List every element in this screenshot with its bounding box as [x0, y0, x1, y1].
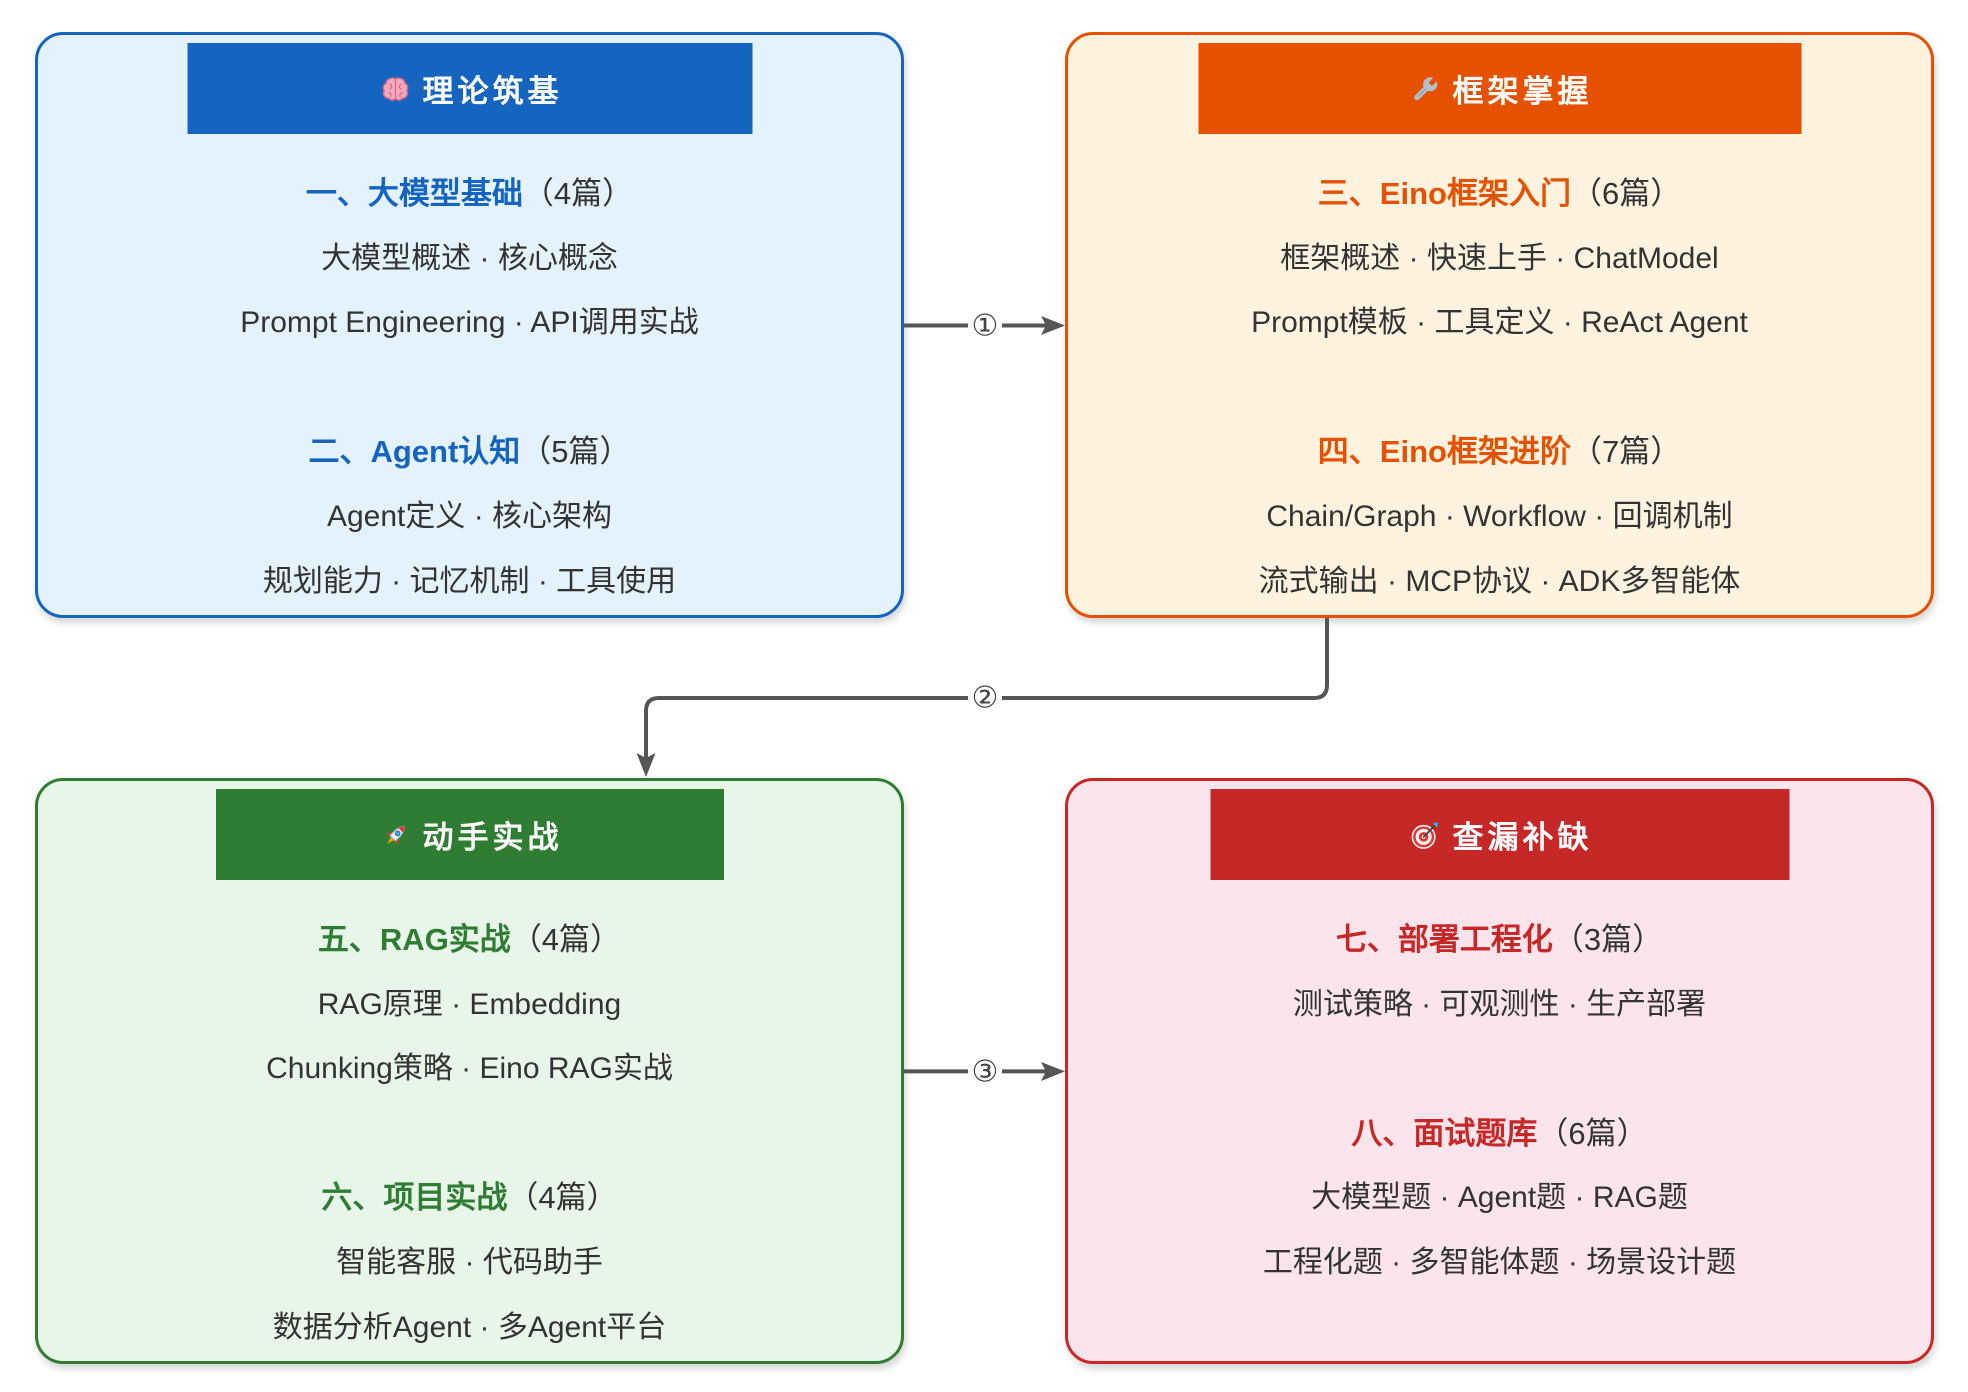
brain-icon	[381, 74, 411, 104]
section-title: 六、项目实战（4篇）	[38, 1166, 901, 1231]
section-heading: 一、大模型基础	[305, 176, 523, 211]
label-background	[968, 679, 1002, 716]
topic-line: Chunking策略 · Eino RAG实战	[266, 1052, 673, 1086]
stage-content: 七、部署工程化（3篇） 测试策略 · 可观测性 · 生产部署 八、面试题库（6篇…	[1068, 908, 1931, 1296]
arrowhead	[1041, 316, 1065, 335]
stage-title: 框架掌握	[1452, 74, 1593, 109]
topic-section: 六、项目实战（4篇） 智能客服 · 代码助手 数据分析Agent · 多Agen…	[38, 1166, 901, 1360]
topic-line: 测试策略 · 可观测性 · 生产部署	[1292, 987, 1707, 1021]
topic-line: RAG原理 · Embedding	[317, 987, 622, 1021]
arrowhead	[636, 753, 656, 777]
connector-2: ②	[636, 618, 1329, 777]
section-heading: 二、Agent认知	[308, 434, 521, 470]
connector-label: ①	[972, 309, 999, 344]
topic-line: 框架概述 · 快速上手 · ChatModel	[1280, 241, 1719, 275]
stage-title: 查漏补缺	[1452, 820, 1593, 855]
stage-content: 一、大模型基础（4篇） 大模型概述 · 核心概念 Prompt Engineer…	[38, 162, 901, 614]
topic-section: 二、Agent认知（5篇） Agent定义 · 核心架构 规划能力 · 记忆机制…	[38, 420, 901, 614]
article-count: （5篇）	[520, 434, 631, 470]
topic-line: 大模型题 · Agent题 · RAG题	[1311, 1181, 1688, 1215]
topic-section: 三、Eino框架入门（6篇） 框架概述 · 快速上手 · ChatModel P…	[1068, 162, 1931, 356]
section-title: 三、Eino框架入门（6篇）	[1068, 162, 1931, 227]
article-count: （4篇）	[507, 1180, 618, 1216]
arrowhead	[1041, 1062, 1065, 1081]
connector-label: ③	[972, 1055, 999, 1090]
connector-label: ②	[972, 681, 999, 716]
topic-line: Prompt模板 · 工具定义 · ReAct Agent	[1251, 306, 1748, 340]
topic-line: Prompt Engineering · API调用实战	[240, 306, 699, 340]
topic-line: Chain/Graph · Workflow · 回调机制	[1266, 499, 1733, 533]
section-heading: 五、RAG实战	[317, 922, 511, 957]
article-count: （6篇）	[1570, 176, 1682, 211]
stage-title: 动手实战	[422, 820, 563, 855]
topic-line: 工程化题 · 多智能体题 · 场景设计题	[1262, 1245, 1737, 1279]
topic-section: 八、面试题库（6篇） 大模型题 · Agent题 · RAG题 工程化题 · 多…	[1068, 1102, 1931, 1296]
stage-card-review: 查漏补缺 七、部署工程化（3篇） 测试策略 · 可观测性 · 生产部署 八、面试…	[1065, 778, 1934, 1364]
connector-1: ①	[904, 307, 1065, 344]
stage-card-practice: 动手实战 五、RAG实战（4篇） RAG原理 · Embedding Chunk…	[35, 778, 904, 1364]
stage-header: 框架掌握	[1198, 43, 1801, 134]
connector-3: ③	[904, 1053, 1065, 1090]
dart-target-icon	[1411, 820, 1441, 850]
section-title: 二、Agent认知（5篇）	[38, 420, 901, 485]
section-title: 一、大模型基础（4篇）	[38, 162, 901, 227]
wrench-icon	[1411, 74, 1441, 104]
stage-header: 动手实战	[215, 789, 724, 880]
stage-header: 查漏补缺	[1210, 789, 1789, 880]
label-background	[968, 307, 1002, 344]
section-heading: 四、Eino框架进阶	[1317, 434, 1571, 470]
topic-line: 智能客服 · 代码助手	[336, 1245, 603, 1279]
rocket-icon	[381, 820, 411, 850]
label-background	[968, 1053, 1002, 1090]
stage-header: 理论筑基	[187, 43, 752, 134]
section-heading: 八、面试题库	[1351, 1115, 1538, 1151]
article-count: （6篇）	[1537, 1115, 1648, 1151]
stage-content: 三、Eino框架入门（6篇） 框架概述 · 快速上手 · ChatModel P…	[1068, 162, 1931, 614]
article-count: （3篇）	[1552, 922, 1664, 957]
topic-line: 数据分析Agent · 多Agent平台	[272, 1310, 667, 1344]
article-count: （7篇）	[1570, 434, 1682, 470]
topic-line: 大模型概述 · 核心概念	[321, 241, 618, 275]
section-heading: 六、项目实战	[321, 1180, 508, 1216]
stage-content: 五、RAG实战（4篇） RAG原理 · Embedding Chunking策略…	[38, 908, 901, 1360]
stage-title: 理论筑基	[422, 74, 563, 109]
topic-line: 规划能力 · 记忆机制 · 工具使用	[262, 564, 677, 598]
article-count: （4篇）	[522, 176, 634, 211]
topic-section: 五、RAG实战（4篇） RAG原理 · Embedding Chunking策略…	[38, 908, 901, 1102]
connector-line	[644, 618, 1329, 759]
stage-card-theory: 理论筑基 一、大模型基础（4篇） 大模型概述 · 核心概念 Prompt Eng…	[35, 32, 904, 618]
section-title: 七、部署工程化（3篇）	[1068, 908, 1931, 973]
topic-section: 一、大模型基础（4篇） 大模型概述 · 核心概念 Prompt Engineer…	[38, 162, 901, 356]
section-title: 四、Eino框架进阶（7篇）	[1068, 420, 1931, 485]
topic-line: Agent定义 · 核心架构	[326, 499, 613, 533]
section-heading: 三、Eino框架入门	[1317, 176, 1571, 211]
topic-section: 四、Eino框架进阶（7篇） Chain/Graph · Workflow · …	[1068, 420, 1931, 614]
section-title: 八、面试题库（6篇）	[1068, 1102, 1931, 1167]
section-heading: 七、部署工程化	[1335, 922, 1553, 957]
stage-card-framework: 框架掌握 三、Eino框架入门（6篇） 框架概述 · 快速上手 · ChatMo…	[1065, 32, 1934, 618]
section-title: 五、RAG实战（4篇）	[38, 908, 901, 973]
topic-section: 七、部署工程化（3篇） 测试策略 · 可观测性 · 生产部署	[1068, 908, 1931, 1037]
article-count: （4篇）	[510, 922, 622, 957]
topic-line: 流式输出 · MCP协议 · ADK多智能体	[1258, 564, 1741, 598]
